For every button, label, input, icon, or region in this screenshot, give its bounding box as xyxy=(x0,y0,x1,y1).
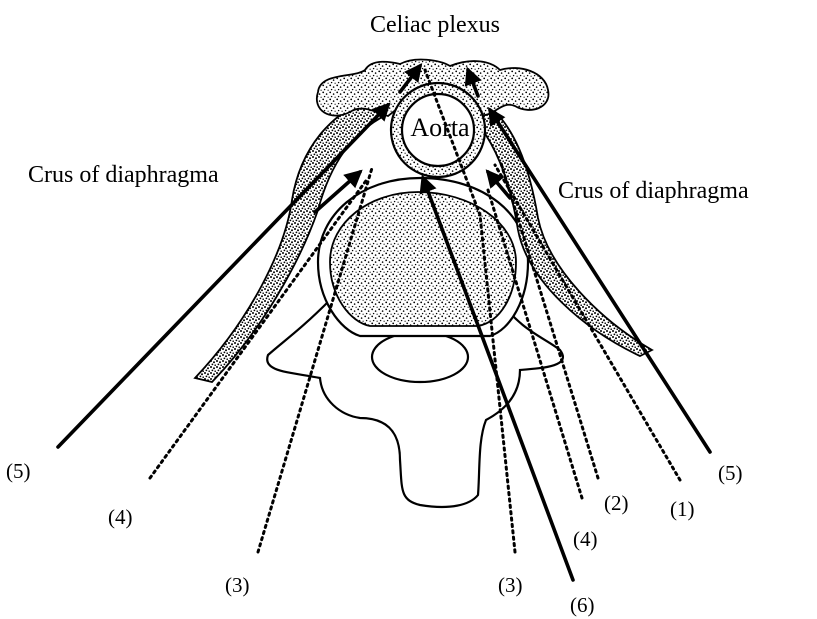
label-crus-right: Crus of diaphragma xyxy=(558,178,749,204)
label-approach-3-left: (3) xyxy=(225,573,250,597)
spinal-canal xyxy=(372,332,468,382)
label-crus-left: Crus of diaphragma xyxy=(28,162,219,188)
label-approach-4-right: (4) xyxy=(573,527,598,551)
label-approach-3-mid: (3) xyxy=(498,573,523,597)
label-approach-4-left: (4) xyxy=(108,505,133,529)
label-approach-5-right: (5) xyxy=(718,461,743,485)
label-approach-1: (1) xyxy=(670,497,695,521)
label-celiac-plexus: Celiac plexus xyxy=(370,12,500,38)
approach-1-needle xyxy=(495,165,680,480)
label-approach-6: (6) xyxy=(570,593,595,617)
label-aorta: Aorta xyxy=(410,113,470,142)
label-approach-2: (2) xyxy=(604,491,629,515)
label-approach-5-left: (5) xyxy=(6,459,31,483)
